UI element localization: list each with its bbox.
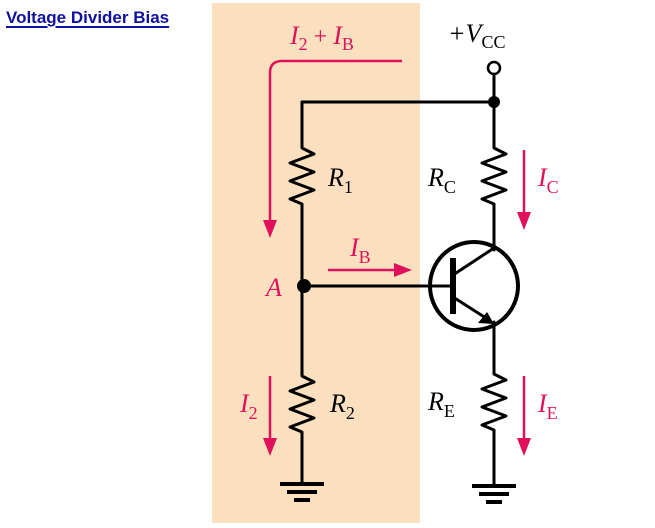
input-region-highlight [212,3,420,523]
re-resistor [480,372,508,486]
arrow-i2 [263,376,277,456]
re-label: RE [427,387,455,421]
page-title: Voltage Divider Bias [6,8,170,27]
r2-resistor [288,284,316,484]
ground-r2-icon [280,482,324,502]
r1-label: R1 [327,163,353,197]
ground-re-icon [472,484,516,504]
rc-label: RC [427,163,456,197]
ib-label: IB [349,233,371,267]
i2-label: I2 [239,389,258,423]
r1-resistor [288,100,316,288]
arrow-i2-plus-ib [263,59,402,238]
ic-label: IC [537,163,559,197]
arrow-ic [517,150,531,230]
node-a-label: A [264,273,282,302]
arrow-ie [517,376,531,456]
i2-plus-ib-label: I2 + IB [289,21,354,54]
npn-transistor [428,240,520,376]
ie-label: IE [537,389,558,423]
vcc-label: +VCC [448,19,505,52]
vcc-terminal [486,60,502,76]
arrow-ib [328,263,412,277]
r2-label: R2 [329,389,355,423]
rc-resistor [480,100,508,252]
